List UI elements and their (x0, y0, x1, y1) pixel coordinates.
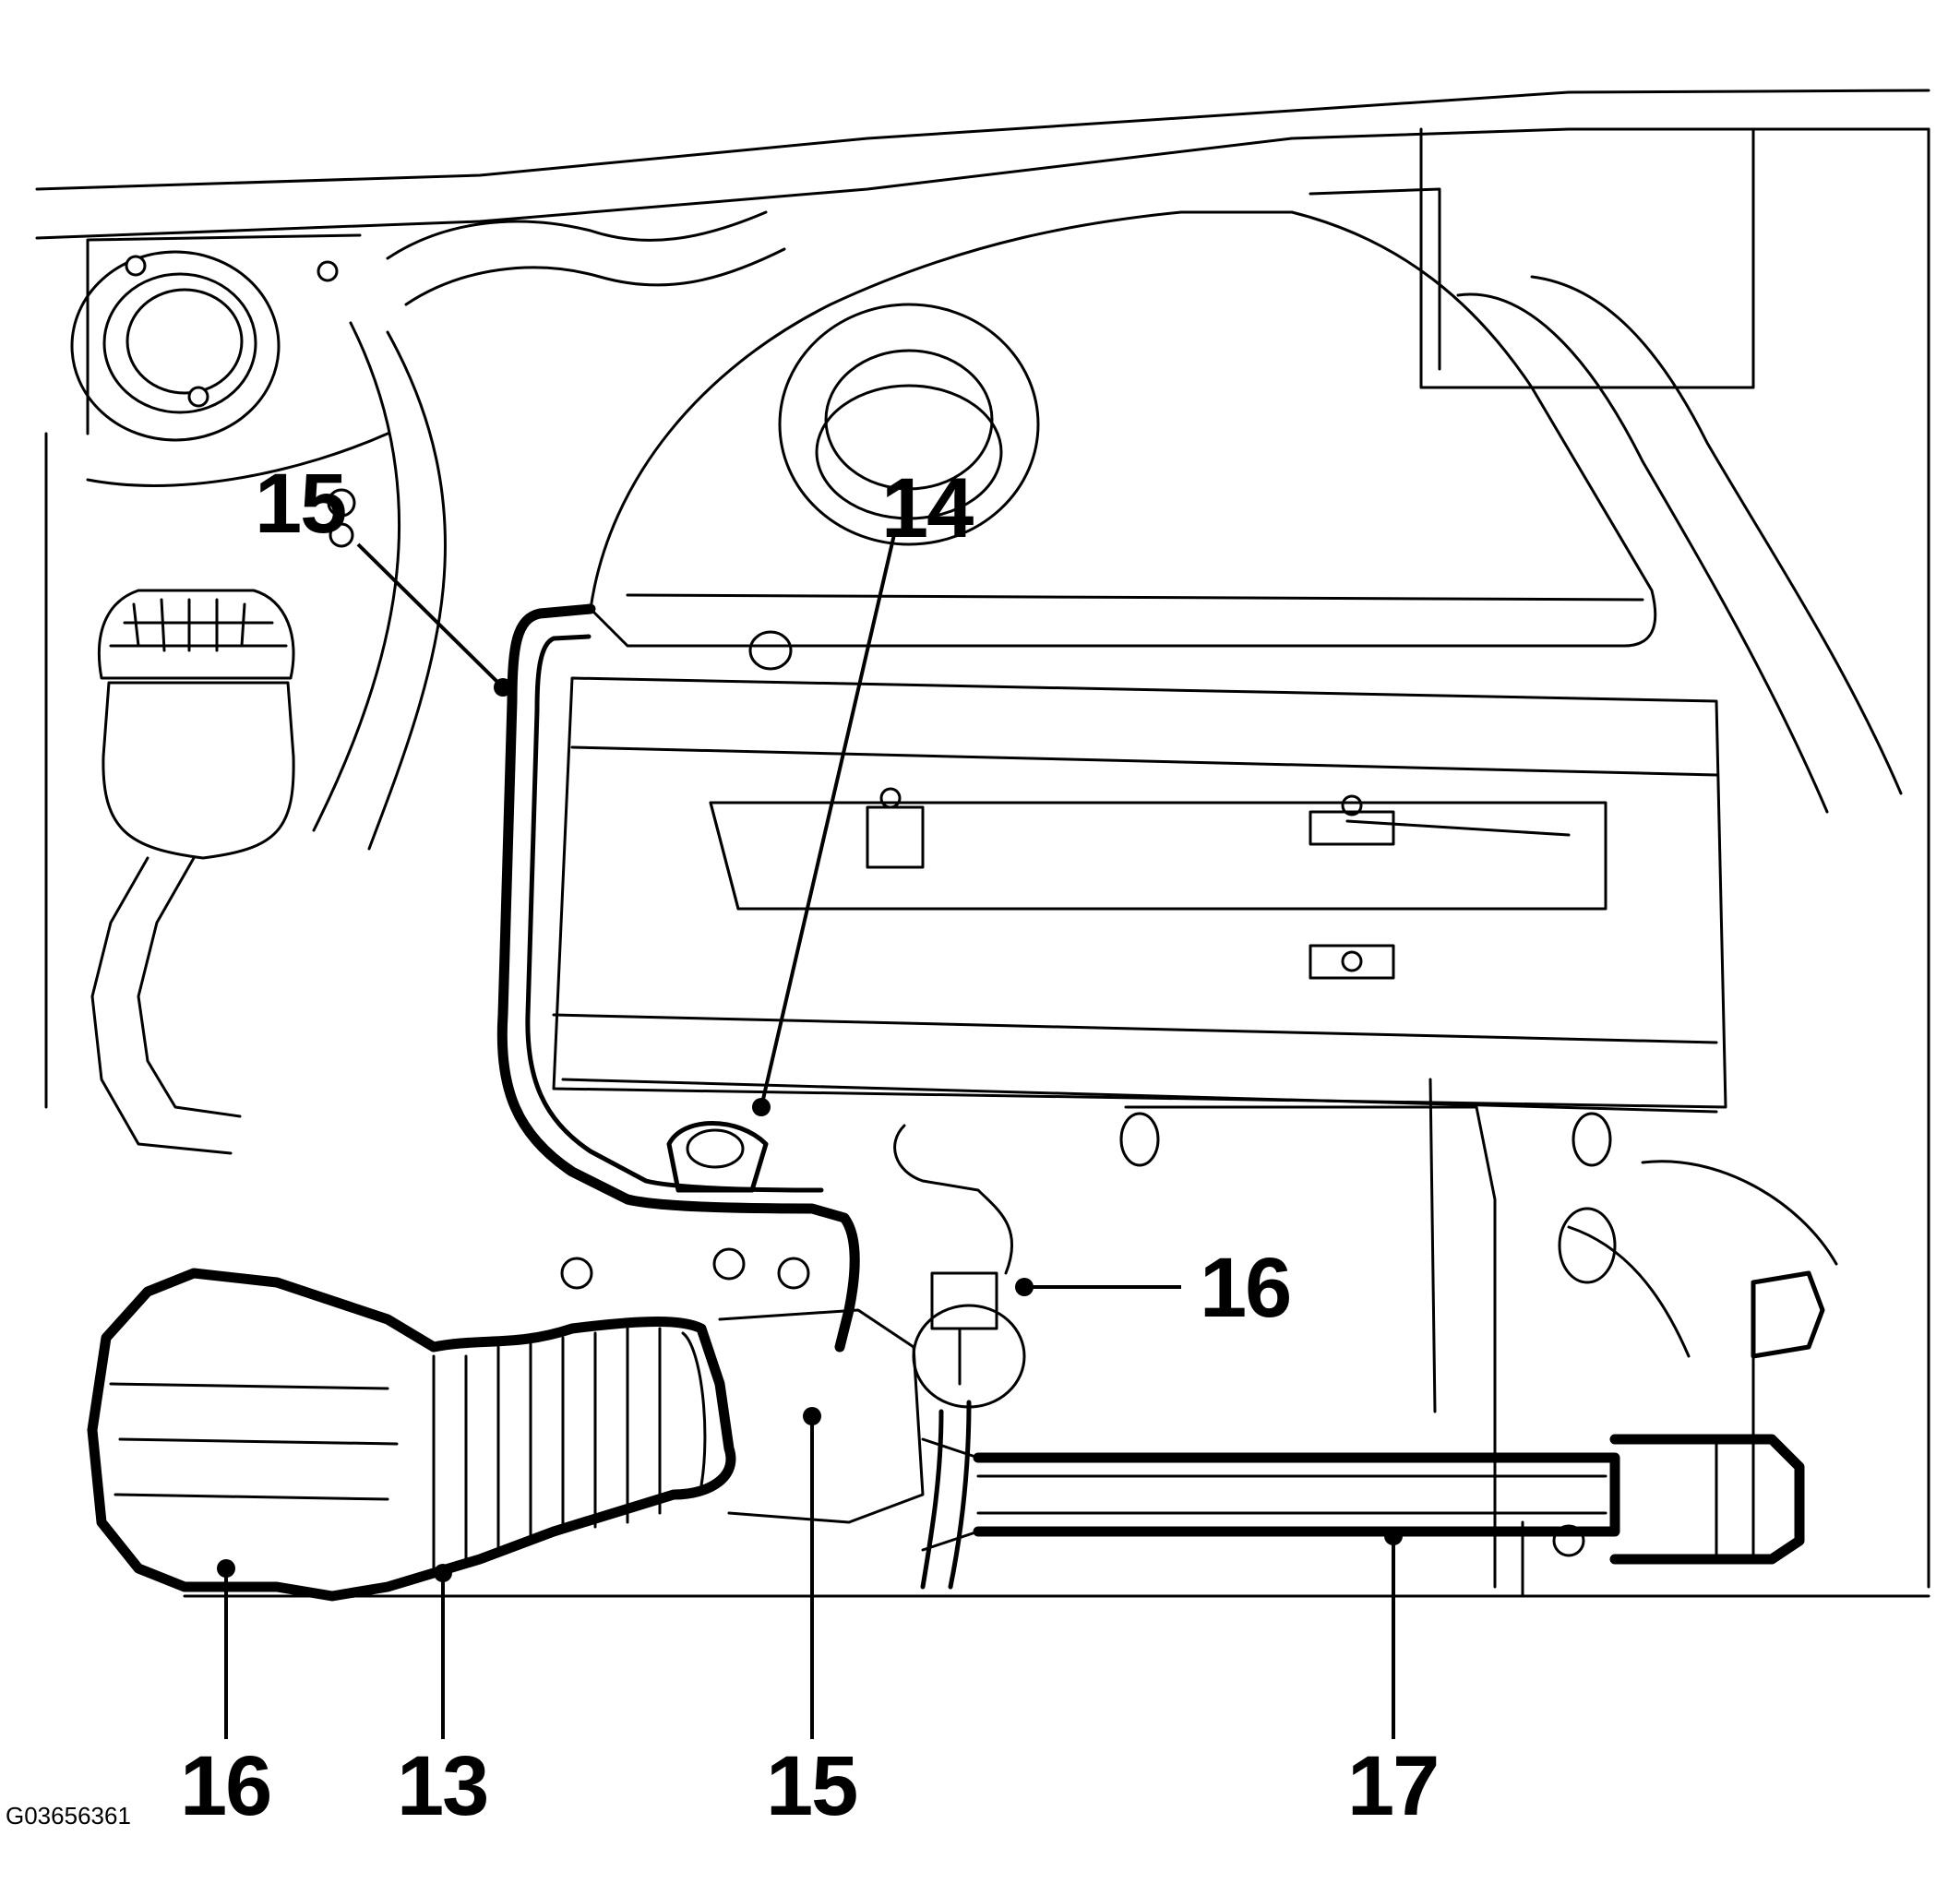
callout-15-top: 15 (255, 457, 347, 551)
callout-17: 17 (1347, 1739, 1440, 1833)
valve-cover (552, 630, 1727, 1589)
sensor-connector (893, 1124, 1026, 1590)
leader-lines (217, 530, 1403, 1739)
strut-tower (70, 233, 389, 487)
reservoir (90, 589, 295, 1155)
callout-16-bottom: 16 (180, 1739, 272, 1833)
breather-hose (496, 603, 860, 1353)
rack-tube (921, 1434, 1805, 1565)
steering-rack (87, 1268, 925, 1602)
callout-16-right: 16 (1200, 1241, 1292, 1335)
callout-14: 14 (881, 461, 974, 555)
figure-id-code: G03656361 (6, 1802, 131, 1829)
callout-13: 13 (397, 1739, 489, 1833)
engine-cover (589, 210, 1657, 648)
callout-15-bottom: 15 (766, 1739, 858, 1833)
